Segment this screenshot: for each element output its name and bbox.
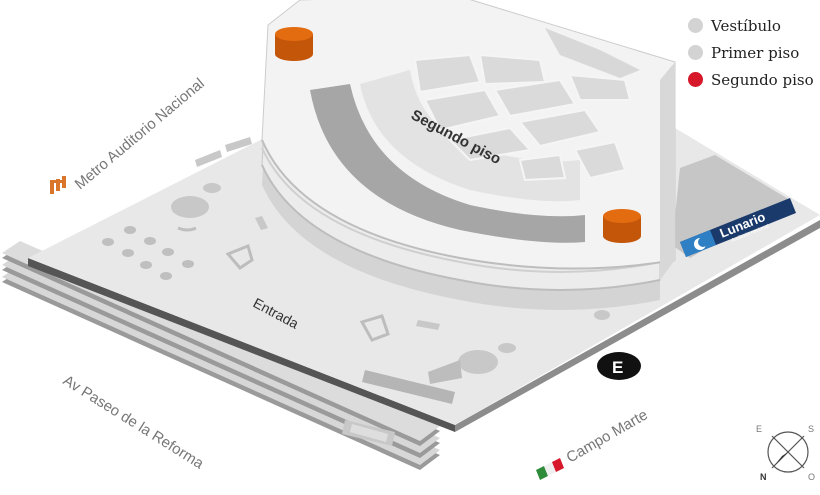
label-avenue: Av Paseo de la Reforma — [60, 372, 207, 473]
orange-column-top — [275, 27, 313, 61]
mexican-flag-icon — [536, 458, 564, 480]
legend-dot-segundo-piso — [688, 72, 703, 87]
building — [261, 0, 676, 310]
legend-dot-vestibulo — [688, 18, 703, 33]
legend-item-primer-piso[interactable]: Primer piso — [688, 39, 814, 66]
parking-icon[interactable]: E — [597, 352, 641, 380]
compass-s: S — [808, 424, 814, 434]
metro-station-icon[interactable] — [50, 176, 66, 194]
label-campo-marte: Campo Marte — [564, 406, 651, 466]
compass-n: N — [760, 472, 767, 482]
legend-item-vestibulo[interactable]: Vestíbulo — [688, 12, 814, 39]
platform-details — [102, 137, 610, 446]
legend-dot-primer-piso — [688, 45, 703, 60]
legend-label-segundo-piso: Segundo piso — [711, 70, 814, 89]
legend-label-vestibulo: Vestíbulo — [711, 16, 781, 35]
compass-e: E — [756, 424, 762, 434]
compass-o: O — [808, 472, 815, 482]
compass-icon: E S N O — [756, 424, 815, 482]
legend-item-segundo-piso[interactable]: Segundo piso — [688, 66, 814, 93]
orange-column-bottom — [603, 209, 641, 243]
parking-letter: E — [612, 358, 623, 377]
legend: Vestíbulo Primer piso Segundo piso — [688, 12, 814, 93]
label-metro: Metro Auditorio Nacional — [72, 75, 208, 193]
legend-label-primer-piso: Primer piso — [711, 43, 800, 62]
